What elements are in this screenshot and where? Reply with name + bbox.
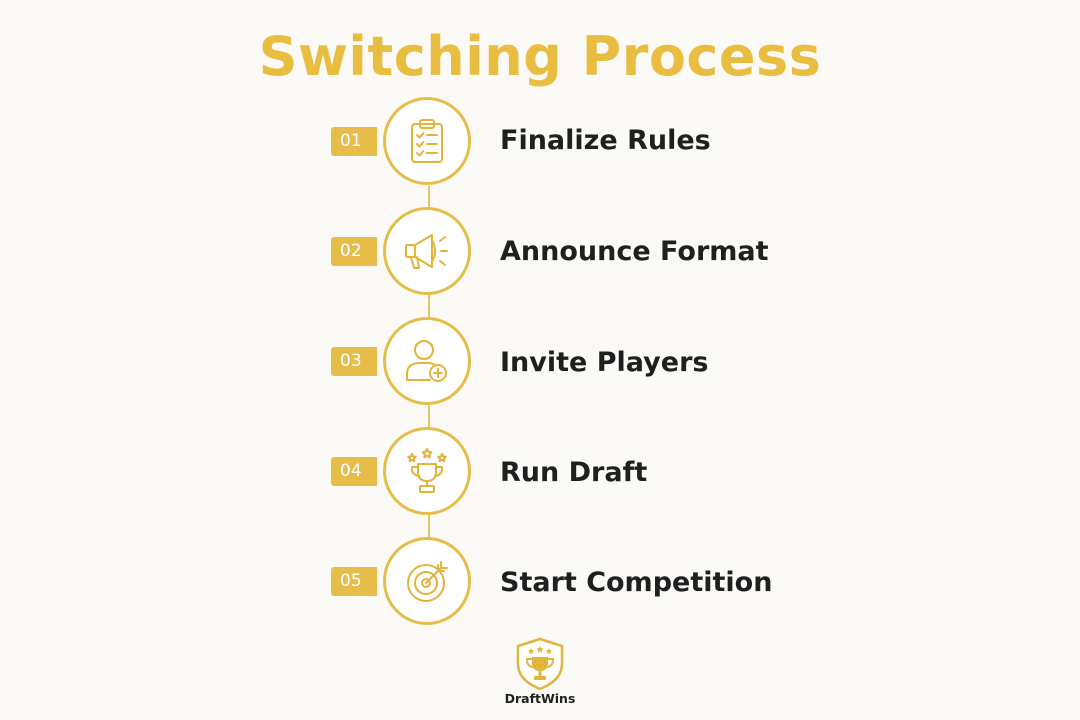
step-2: 02 Announce Format [0,0,1080,295]
step-number-badge: 05 [331,567,377,596]
trophy-stars-icon [407,448,447,493]
step-label: Invite Players [500,347,709,378]
step-icon-circle [383,97,471,185]
trophy-shield-logo-icon [516,637,564,691]
step-1: 01 Finalize Rules [0,0,1080,185]
step-icon-circle [383,537,471,625]
step-5: 05 Start Competition [0,0,1080,625]
clipboard-checklist-icon [411,119,443,163]
user-add-icon [406,340,447,382]
target-arrow-icon [407,561,448,602]
step-icon-circle [383,207,471,295]
step-label: Start Competition [500,567,773,598]
step-4: 04 Run Draft [0,0,1080,515]
step-label: Finalize Rules [500,125,711,156]
step-3: 03 Invite Players [0,0,1080,405]
page-title: Switching Process [258,25,822,88]
step-number-badge: 03 [331,347,377,376]
step-number-badge: 02 [331,237,377,266]
brand-logo: DraftWins [490,636,590,716]
step-icon-circle [383,317,471,405]
step-number-badge: 01 [331,127,377,156]
step-label: Run Draft [500,457,648,488]
step-icon-circle [383,427,471,515]
megaphone-icon [405,234,448,269]
step-label: Announce Format [500,236,769,267]
step-number-badge: 04 [331,457,377,486]
brand-name: DraftWins [504,691,576,706]
